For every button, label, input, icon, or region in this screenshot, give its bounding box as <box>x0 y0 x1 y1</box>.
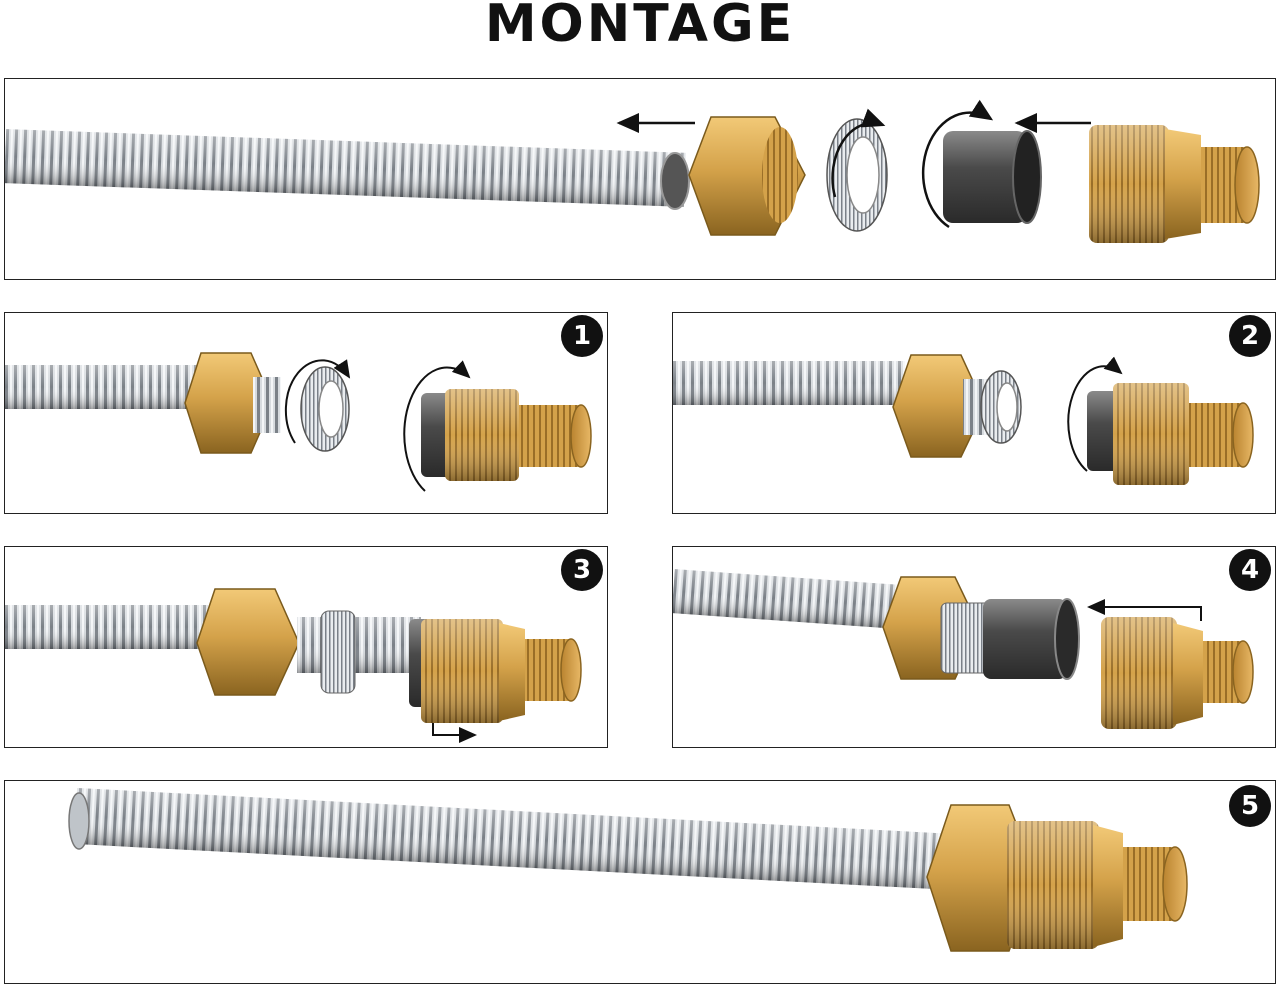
knurled-ring <box>826 118 888 232</box>
corrugated-tube <box>5 605 215 649</box>
step-panel-1: 1 <box>4 312 608 514</box>
knurled-ring <box>980 370 1022 444</box>
corrugated-tube <box>68 788 956 890</box>
step-4-illustration <box>673 569 1254 729</box>
arrow-right-icon <box>432 723 477 743</box>
sleeve <box>983 598 1080 680</box>
knurled-ring <box>300 366 350 452</box>
rotate-arrow-icon <box>831 108 886 198</box>
step-number-badge: 4 <box>1229 549 1271 591</box>
male-adapter <box>1087 383 1254 485</box>
step-1-illustration <box>5 352 592 492</box>
male-adapter <box>1101 617 1254 729</box>
corrugated-tube <box>5 365 205 409</box>
corrugated-tube <box>673 569 901 629</box>
corrugated-tube <box>253 377 281 433</box>
hex-nut <box>196 588 300 696</box>
arrow-left-icon <box>1087 599 1202 621</box>
male-adapter <box>421 389 592 481</box>
step-number-badge: 3 <box>561 549 603 591</box>
corrugated-tube <box>673 361 905 405</box>
corrugated-tube <box>297 617 421 673</box>
step-panel-2: 2 <box>672 312 1276 514</box>
rotate-arrow-icon <box>1067 356 1123 472</box>
knurled-ring <box>320 610 356 694</box>
male-adapter <box>1089 125 1260 243</box>
step-number-badge: 2 <box>1229 315 1271 357</box>
rotate-arrow-icon <box>921 99 994 229</box>
overview-illustration <box>5 99 1260 243</box>
hex-nut <box>892 354 986 458</box>
page-title: MONTAGE <box>484 0 796 54</box>
male-adapter <box>1007 821 1188 949</box>
sleeve <box>943 130 1042 224</box>
step-number-badge: 1 <box>561 315 603 357</box>
rotate-arrow-icon <box>403 360 471 492</box>
hex-nut <box>184 352 274 454</box>
step-3-illustration <box>5 588 582 743</box>
step-panel-4: 4 <box>672 546 1276 748</box>
step-2-illustration <box>673 354 1254 485</box>
corrugated-tube <box>5 129 690 210</box>
hex-nut <box>688 116 806 236</box>
step-panel-3: 3 <box>4 546 608 748</box>
male-adapter <box>409 619 582 723</box>
step-5-illustration <box>68 788 1188 952</box>
step-number-badge: 5 <box>1229 785 1271 827</box>
rotate-arrow-icon <box>284 359 351 444</box>
step-panel-5: 5 <box>4 780 1276 984</box>
overview-panel <box>4 78 1276 280</box>
